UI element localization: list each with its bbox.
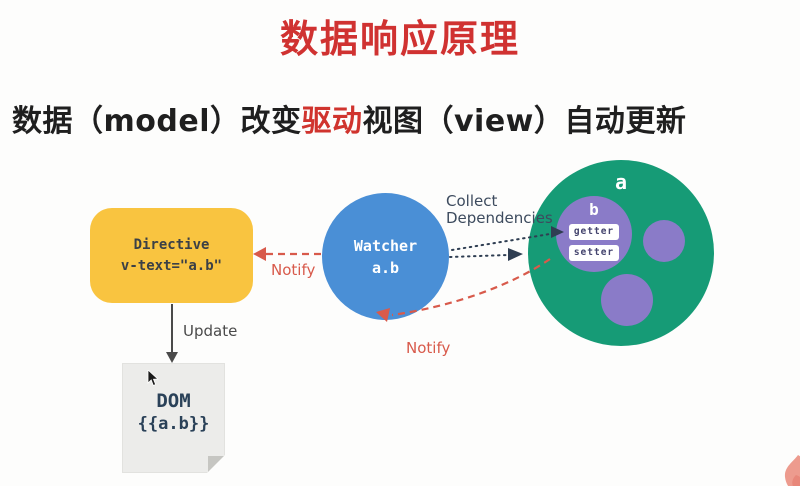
watcher-expression: a.b: [371, 258, 400, 277]
cursor-pointer-icon: [147, 370, 159, 387]
page-title: 数据响应原理: [279, 17, 520, 61]
data-object-node: a b getter setter: [528, 160, 714, 346]
collect-label-line1: Collect: [446, 192, 498, 210]
notify-arrow-directive: [253, 247, 322, 261]
directive-expression: v-text="a.b": [120, 257, 223, 274]
dom-node: DOM {{a.b}}: [122, 363, 225, 473]
nested-object-node: b getter setter: [556, 196, 632, 272]
update-arrow: [166, 304, 178, 363]
subtitle-post: 视图（view）自动更新: [362, 104, 687, 139]
notify-watcher-label: Notify: [406, 339, 451, 357]
update-label: Update: [183, 322, 238, 340]
flame-logo: [784, 455, 800, 486]
collect-label-line2: Dependencies: [446, 209, 553, 227]
directive-node: Directive v-text="a.b": [90, 208, 253, 303]
dom-title: DOM: [156, 390, 191, 412]
setter-box: setter: [569, 245, 619, 261]
collect-dependencies-label: Collect Dependencies: [446, 193, 553, 227]
directive-title: Directive: [133, 236, 210, 253]
property-circle-bottom: [601, 274, 653, 326]
nested-object-label: b: [589, 200, 599, 219]
watcher-title: Watcher: [353, 236, 418, 255]
property-circle-right: [643, 220, 685, 262]
dom-binding: {{a.b}}: [137, 414, 210, 434]
subtitle: 数据（model）改变驱动视图（view）自动更新: [12, 96, 686, 140]
notify-directive-label: Notify: [271, 261, 316, 279]
subtitle-highlight: 驱动: [301, 104, 363, 139]
object-label: a: [614, 170, 628, 194]
getter-box: getter: [569, 224, 619, 240]
collect-dependency-arrow-object: [449, 248, 523, 261]
subtitle-pre: 数据（model）改变: [12, 104, 302, 139]
paper-fold-cut: [207, 455, 225, 473]
watcher-node: Watcher a.b: [322, 193, 449, 320]
